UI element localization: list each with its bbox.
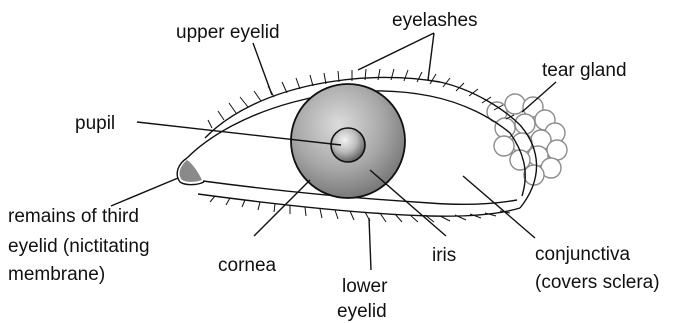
- leader-lower-eyelid: [369, 218, 371, 270]
- label-third-eyelid-line3: membrane): [8, 264, 105, 285]
- label-lower-eyelid-line1: lower: [342, 276, 388, 297]
- label-iris: iris: [432, 245, 456, 266]
- label-tear-gland: tear gland: [542, 60, 627, 81]
- lower-eyelashes: [210, 196, 510, 222]
- label-upper-eyelid: upper eyelid: [176, 22, 280, 43]
- third-eyelid: [180, 160, 202, 182]
- label-third-eyelid-line1: remains of third: [8, 206, 139, 227]
- label-eyelashes: eyelashes: [392, 10, 478, 31]
- label-lower-eyelid-line2: eyelid: [337, 301, 387, 322]
- label-cornea: cornea: [218, 255, 277, 276]
- label-conjunctiva-line2: (covers sclera): [535, 272, 660, 293]
- leader-third-eyelid: [111, 178, 178, 206]
- leader-upper-eyelid: [253, 43, 272, 95]
- leader-eyelashes-1: [358, 33, 434, 70]
- label-conjunctiva-line1: conjunctiva: [535, 244, 630, 265]
- label-pupil: pupil: [75, 113, 115, 134]
- leader-eyelashes-2: [428, 33, 434, 80]
- label-third-eyelid-line2: eyelid (nictitating: [8, 236, 150, 257]
